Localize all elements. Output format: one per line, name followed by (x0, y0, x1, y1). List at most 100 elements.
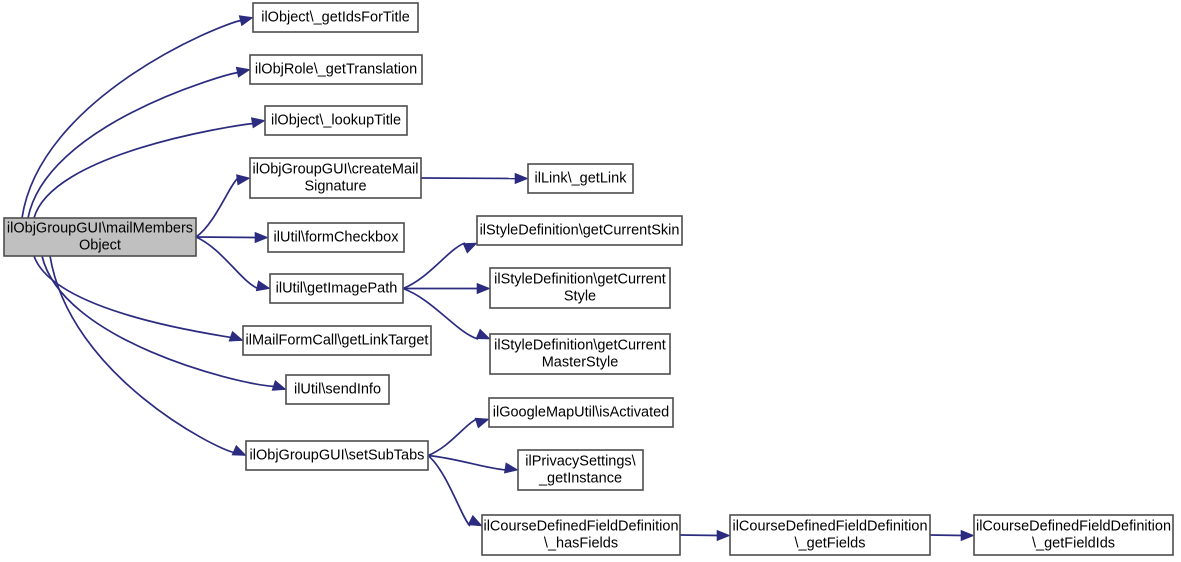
edge-root-to-lookuptitle-arrowhead (250, 117, 266, 129)
edge-root-to-formcheckbox-line (195, 236, 258, 239)
edge-root-to-getidsfortitle-line (21, 19, 242, 219)
node-isactivated-box[interactable] (488, 397, 674, 428)
edge-root-to-getimagepath (195, 236, 271, 292)
node-formcheckbox-box[interactable] (267, 222, 405, 253)
edge-root-to-formcheckbox (195, 231, 269, 244)
edge-root-to-lookuptitle-line (33, 122, 254, 219)
edge-root-to-getidsfortitle (21, 15, 254, 219)
edge-getimagepath-to-getcurrentskin-line (402, 242, 466, 290)
edge-root-to-getimagepath-line (195, 236, 259, 290)
node-getcurrentskin-label-0: ilStyleDefinition\getCurrentSkin (480, 222, 680, 238)
node-sendinfo-box[interactable] (285, 374, 390, 405)
node-getidsfortitle-box[interactable] (252, 2, 419, 33)
node-getcurrentstyle-label-1: Style (564, 288, 596, 304)
edge-getimagepath-to-getcurrentstyle-arrowhead (476, 282, 491, 295)
node-hasfields-label-1: \_hasFields (544, 535, 618, 551)
node-getinstance-label-0: ilPrivacySettings\ (525, 453, 636, 469)
node-getfieldids-box[interactable] (973, 514, 1174, 556)
node-mailmembersobject-box[interactable] (3, 217, 197, 257)
edge-createmailsignature-to-getlink-arrowhead (514, 172, 529, 185)
edge-getimagepath-to-getcurrentskin-arrowhead (462, 242, 478, 254)
edge-root-to-sendinfo-line (41, 255, 275, 388)
edge-hasfields-to-getfields-line (679, 534, 720, 537)
edge-root-to-gettranslation-arrowhead (235, 66, 251, 78)
node-getlink-label-0: ilLink\_getLink (535, 170, 628, 186)
node-mailmembersobject-label-0: ilObjGroupGUI\mailMembers (7, 220, 193, 236)
node-hasfields-label-0: ilCourseDefinedFieldDefinition (483, 518, 678, 534)
node-createmailsignature-label-1: Signature (304, 178, 366, 194)
node-setsubtabs[interactable]: ilObjGroupGUI\setSubTabs (245, 440, 429, 471)
node-getlink[interactable]: ilLink\_getLink (527, 163, 634, 194)
edge-root-to-setsubtabs-line (49, 255, 235, 454)
node-setsubtabs-label-0: ilObjGroupGUI\setSubTabs (250, 447, 425, 463)
node-gettranslation[interactable]: ilObjRole\_getTranslation (249, 54, 423, 85)
node-getcurrentskin-box[interactable] (476, 215, 683, 246)
node-getcurrentstyle-label-0: ilStyleDefinition\getCurrent (494, 271, 666, 287)
edge-setsubtabs-to-getinstance-line (427, 454, 507, 471)
node-lookuptitle-box[interactable] (264, 105, 408, 136)
edge-getimagepath-to-getcurrentskin (402, 242, 478, 290)
node-isactivated[interactable]: ilGoogleMapUtil\isActivated (488, 397, 674, 428)
edge-getfields-to-getfieldids (929, 529, 975, 542)
node-getlinktarget-box[interactable] (242, 325, 432, 356)
node-getimagepath-label-0: ilUtil\getImagePath (276, 280, 398, 296)
edge-getfields-to-getfieldids-line (929, 534, 964, 537)
edges-layer (21, 15, 975, 542)
edge-setsubtabs-to-getinstance-arrowhead (503, 462, 519, 474)
node-getcurrentskin[interactable]: ilStyleDefinition\getCurrentSkin (476, 215, 683, 246)
node-getfields-label-1: \_getFields (795, 535, 866, 551)
node-getcurrentstyle-box[interactable] (489, 267, 671, 309)
edge-getimagepath-to-getcurrentmasterstyle-arrowhead (475, 328, 491, 340)
node-getlinktarget[interactable]: ilMailFormCall\getLinkTarget (242, 325, 432, 356)
node-setsubtabs-box[interactable] (245, 440, 429, 471)
node-isactivated-label-0: ilGoogleMapUtil\isActivated (493, 404, 670, 420)
edge-getimagepath-to-getcurrentmasterstyle-line (402, 287, 479, 340)
edge-setsubtabs-to-hasfields-arrowhead (467, 514, 483, 527)
edge-setsubtabs-to-hasfields-line (427, 454, 471, 527)
edge-setsubtabs-to-hasfields (427, 454, 483, 527)
node-getfields-box[interactable] (729, 514, 931, 556)
node-createmailsignature-box[interactable] (249, 157, 422, 199)
edge-getfields-to-getfieldids-arrowhead (960, 529, 975, 542)
edge-root-to-createmailsignature (195, 174, 251, 238)
edge-root-to-formcheckbox-arrowhead (254, 231, 269, 244)
node-gettranslation-box[interactable] (249, 54, 423, 85)
node-getimagepath-box[interactable] (269, 273, 404, 304)
node-getfields[interactable]: ilCourseDefinedFieldDefinition\_getField… (729, 514, 931, 556)
node-lookuptitle-label-0: ilObject\_lookupTitle (271, 112, 401, 128)
node-getidsfortitle[interactable]: ilObject\_getIdsForTitle (252, 2, 419, 33)
edge-root-to-sendinfo-arrowhead (271, 380, 287, 391)
node-getimagepath[interactable]: ilUtil\getImagePath (269, 273, 404, 304)
node-getfieldids-label-0: ilCourseDefinedFieldDefinition (976, 518, 1171, 534)
node-gettranslation-label-0: ilObjRole\_getTranslation (255, 61, 417, 77)
node-getinstance-label-1: _getInstance (538, 470, 622, 486)
node-getlink-box[interactable] (527, 163, 634, 194)
node-lookuptitle[interactable]: ilObject\_lookupTitle (264, 105, 408, 136)
edge-setsubtabs-to-isactivated-arrowhead (474, 417, 490, 429)
node-getcurrentmasterstyle-box[interactable] (489, 333, 671, 375)
edge-createmailsignature-to-getlink (420, 172, 529, 185)
edge-root-to-getidsfortitle-arrowhead (238, 15, 254, 27)
node-formcheckbox[interactable]: ilUtil\formCheckbox (267, 222, 405, 253)
node-getinstance-box[interactable] (517, 449, 644, 491)
node-hasfields-box[interactable] (481, 514, 681, 556)
node-getfields-label-0: ilCourseDefinedFieldDefinition (732, 518, 927, 534)
edge-root-to-gettranslation (27, 66, 251, 219)
node-mailmembersobject-label-1: Object (79, 237, 121, 253)
node-getidsfortitle-label-0: ilObject\_getIdsForTitle (261, 9, 410, 25)
node-getfieldids[interactable]: ilCourseDefinedFieldDefinition\_getField… (973, 514, 1174, 556)
node-getinstance[interactable]: ilPrivacySettings\_getInstance (517, 449, 644, 491)
node-hasfields[interactable]: ilCourseDefinedFieldDefinition\_hasField… (481, 514, 681, 556)
node-sendinfo[interactable]: ilUtil\sendInfo (285, 374, 390, 405)
edge-root-to-lookuptitle (33, 117, 266, 219)
edge-root-to-setsubtabs (49, 255, 247, 456)
edge-root-to-getlinktarget (33, 255, 244, 342)
edge-hasfields-to-getfields (679, 529, 731, 542)
node-createmailsignature-label-0: ilObjGroupGUI\createMail (253, 161, 419, 177)
edge-setsubtabs-to-isactivated-line (427, 418, 478, 457)
